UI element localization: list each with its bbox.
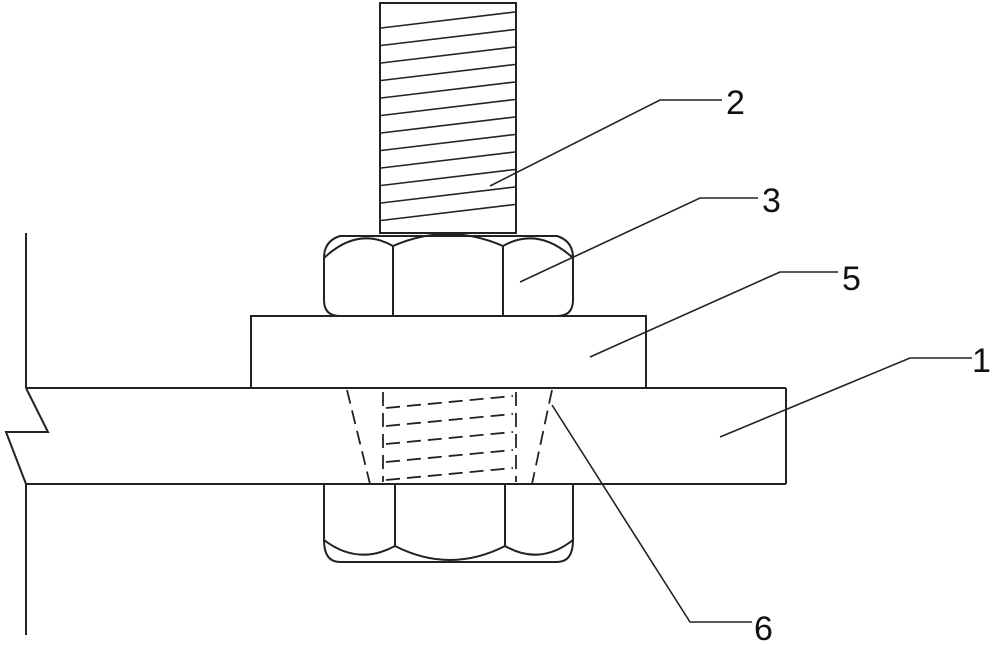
thread-line	[380, 28, 516, 47]
internal-thread-line	[385, 413, 514, 427]
label-1: 1	[972, 342, 991, 380]
leader-1	[719, 357, 972, 438]
thread-line	[380, 63, 516, 82]
thread-line	[380, 186, 516, 204]
thread-line	[380, 168, 516, 187]
part-labels: 2 3 5 1 6	[726, 84, 991, 645]
thread-line	[380, 151, 516, 169]
wall	[4, 233, 50, 635]
thread-line	[380, 98, 516, 117]
leader-lines	[489, 99, 972, 623]
thread-line	[380, 11, 516, 29]
internal-thread-line	[385, 467, 514, 481]
tapered-bushing-part-6	[346, 389, 553, 485]
leader-6	[551, 404, 752, 623]
thread-line	[380, 203, 516, 222]
label-2: 2	[726, 84, 745, 122]
lower-hex-nut	[323, 483, 574, 563]
leader-2	[489, 99, 722, 187]
washer-part-5	[250, 315, 647, 389]
internal-thread-line	[385, 431, 514, 445]
thread-line	[380, 46, 516, 64]
internal-thread-line	[385, 395, 514, 409]
leader-5	[589, 271, 838, 358]
upper-hex-nut-part-3	[323, 233, 574, 317]
plate-part-1	[26, 387, 787, 485]
leader-3	[519, 197, 758, 283]
label-3: 3	[762, 182, 781, 220]
thread-line	[380, 133, 516, 152]
internal-thread-line	[385, 449, 514, 463]
label-5: 5	[842, 260, 861, 298]
thread-line	[380, 81, 516, 99]
label-6: 6	[754, 610, 773, 645]
bolt-stud-part-2	[379, 2, 517, 234]
thread-line	[380, 116, 516, 134]
